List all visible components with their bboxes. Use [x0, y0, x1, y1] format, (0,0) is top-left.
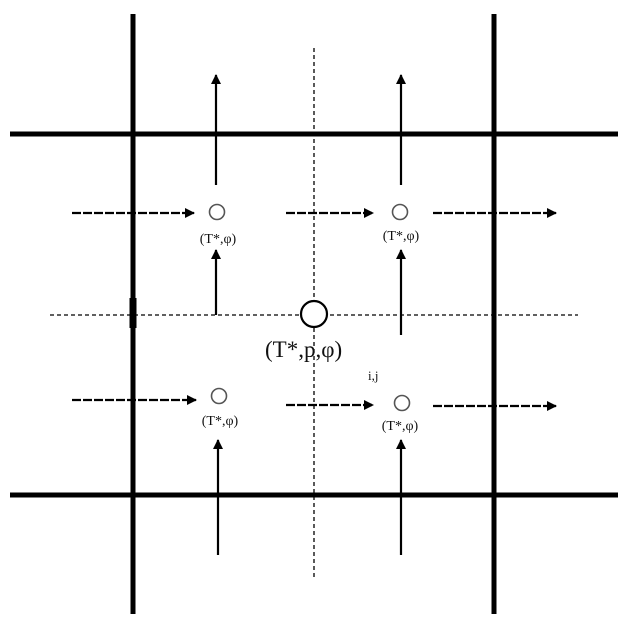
- horizontal-velocity-arrows: [72, 208, 557, 411]
- center-node: [299, 299, 329, 329]
- node-top-left: [208, 203, 226, 221]
- center-label-subscript: i,j: [368, 368, 378, 383]
- label-bottom-right: (T*,φ): [382, 419, 419, 434]
- vertical-velocity-arrows: [211, 74, 406, 555]
- label-top-left: (T*,φ): [200, 232, 237, 247]
- label-bottom-left: (T*,φ): [202, 414, 239, 429]
- label-top-right: (T*,φ): [383, 229, 420, 244]
- node-bottom-left: [210, 387, 228, 405]
- node-top-right: [391, 203, 409, 221]
- center-label: (T*,p,φ): [265, 337, 342, 362]
- node-bottom-right: [393, 394, 411, 412]
- scalar-nodes: [208, 203, 411, 412]
